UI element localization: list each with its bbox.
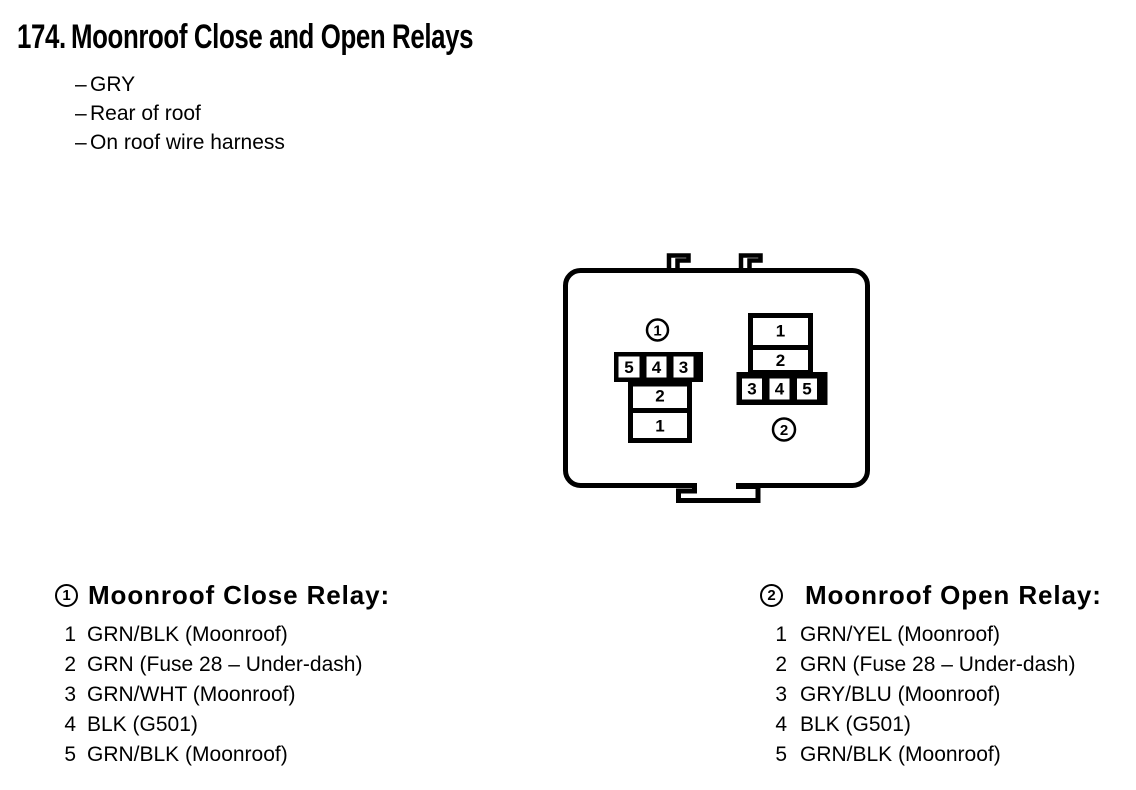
- pin-number: 1: [64, 623, 76, 646]
- note-text: Rear of roof: [90, 102, 201, 125]
- pin-list-item: 5 GRN/BLK (Moonroof): [751, 740, 1102, 770]
- note-item: – Rear of roof: [75, 99, 285, 128]
- legend-open-relay: 2 Moonroof Open Relay: 1 GRN/YEL (Moonro…: [751, 580, 1102, 770]
- pin-number: 2: [64, 653, 76, 676]
- mounting-tab-icon: [738, 253, 763, 272]
- callout-circle-1: [645, 318, 670, 342]
- wire-description: GRN (Fuse 28 – Under-dash): [800, 653, 1076, 676]
- note-item: – On roof wire harness: [75, 128, 285, 157]
- location-notes: – GRY – Rear of roof – On roof wire harn…: [75, 70, 285, 157]
- pin-number: 5: [775, 743, 787, 766]
- pin-list: 1 GRN/YEL (Moonroof) 2 GRN (Fuse 28 – Un…: [751, 620, 1102, 770]
- pin-number: 2: [775, 653, 787, 676]
- pin-cell: [646, 356, 667, 378]
- pin-number: 4: [652, 358, 662, 377]
- close-relay-connector: 1 5 4 3 2 1: [614, 318, 703, 443]
- pin-list-item: 4 BLK (G501): [40, 710, 390, 740]
- pin-number: 1: [776, 322, 785, 341]
- mounting-tab-icon: [676, 483, 761, 503]
- callout-circle-1: 1: [55, 583, 78, 607]
- pin-list-item: 5 GRN/BLK (Moonroof): [40, 740, 390, 770]
- pin-cell: [797, 378, 817, 400]
- bottom-edge-gap: [695, 480, 736, 491]
- figure-number: 174.: [17, 18, 66, 56]
- legend-title: Moonroof Close Relay:: [88, 580, 391, 610]
- pin-number: 3: [775, 683, 787, 706]
- pin-number: 4: [775, 713, 787, 736]
- pin-cell: [742, 378, 762, 400]
- legend-heading-row: 2 Moonroof Open Relay:: [751, 582, 1102, 608]
- callout-circle-2: 2: [760, 583, 783, 607]
- page-title: Moonroof Close and Open Relays: [71, 18, 474, 56]
- note-item: – GRY: [75, 70, 285, 99]
- wire-description: GRY/BLU (Moonroof): [800, 683, 1001, 706]
- dash-marker: –: [75, 73, 87, 96]
- note-text: On roof wire harness: [90, 131, 285, 154]
- wire-description: GRN/BLK (Moonroof): [800, 743, 1001, 766]
- relay-connector-diagram: 1 5 4 3 2 1 1 2 3 4 5 2: [563, 253, 870, 503]
- pin-number: 3: [64, 683, 76, 706]
- wire-description: GRN (Fuse 28 – Under-dash): [87, 653, 363, 676]
- pin-number: 1: [775, 623, 787, 646]
- wire-description: BLK (G501): [87, 713, 198, 736]
- note-text: GRY: [90, 73, 136, 96]
- pin-number: 3: [679, 358, 688, 377]
- wire-description: GRN/BLK (Moonroof): [87, 623, 288, 646]
- pin-list-item: 1 GRN/BLK (Moonroof): [40, 620, 390, 650]
- pin-number: 4: [64, 713, 76, 736]
- pin-cell: [618, 356, 640, 378]
- pin-list-item: 2 GRN (Fuse 28 – Under-dash): [751, 650, 1102, 680]
- dash-marker: –: [75, 131, 87, 154]
- callout-number: 2: [780, 422, 788, 439]
- pin-number: 2: [776, 351, 785, 370]
- legend-close-relay: 1 Moonroof Close Relay: 1 GRN/BLK (Moonr…: [40, 580, 390, 770]
- pin-list-item: 4 BLK (G501): [751, 710, 1102, 740]
- pin-number: 5: [64, 743, 76, 766]
- wire-description: GRN/BLK (Moonroof): [87, 743, 288, 766]
- pin-list: 1 GRN/BLK (Moonroof) 2 GRN (Fuse 28 – Un…: [40, 620, 390, 770]
- callout-number: 1: [653, 323, 661, 340]
- wire-description: BLK (G501): [800, 713, 911, 736]
- pin-list-item: 3 GRN/WHT (Moonroof): [40, 680, 390, 710]
- pin-number: 1: [655, 417, 664, 436]
- pin-list-item: 2 GRN (Fuse 28 – Under-dash): [40, 650, 390, 680]
- pin-number: 5: [624, 358, 633, 377]
- dash-marker: –: [75, 102, 87, 125]
- pin-number: 5: [802, 380, 811, 399]
- callout-circle-2: [771, 417, 797, 442]
- pin-number: 3: [747, 380, 756, 399]
- pin-cell: [769, 378, 790, 400]
- wire-description: GRN/WHT (Moonroof): [87, 683, 296, 706]
- open-relay-connector: 1 2 3 4 5 2: [736, 313, 828, 442]
- wire-description: GRN/YEL (Moonroof): [800, 623, 1000, 646]
- pin-cell: [673, 356, 694, 378]
- legend-heading-row: 1 Moonroof Close Relay:: [40, 582, 390, 608]
- pin-number: 4: [775, 380, 785, 399]
- mounting-tab-icon: [666, 253, 691, 272]
- legend-title: Moonroof Open Relay:: [805, 580, 1102, 610]
- pin-number: 2: [655, 387, 664, 406]
- pin-list-item: 1 GRN/YEL (Moonroof): [751, 620, 1102, 650]
- pin-list-item: 3 GRY/BLU (Moonroof): [751, 680, 1102, 710]
